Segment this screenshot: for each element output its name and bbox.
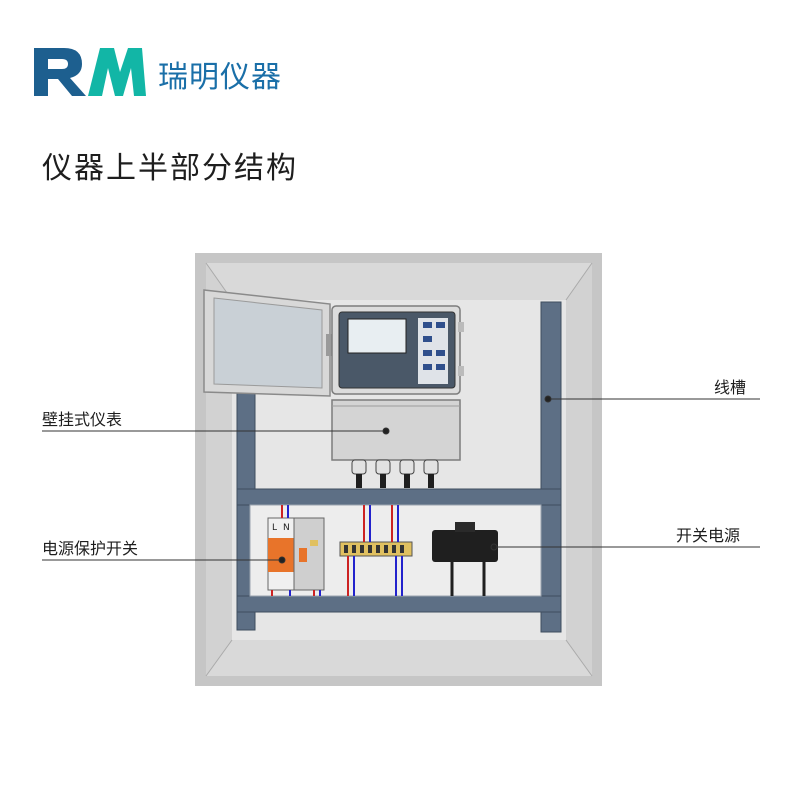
company-logo: 瑞明仪器 [30, 42, 320, 102]
meter-junction-box [331, 399, 461, 461]
brand-name: 瑞明仪器 [158, 60, 282, 95]
rm-logo-mark [34, 48, 146, 96]
page-title: 仪器上半部分结构 [42, 151, 298, 186]
label-power-switch: 电源保护开关 [42, 539, 139, 558]
wall-mounted-meter [331, 305, 464, 488]
breaker-n-label: N [283, 523, 290, 533]
meter-screen [347, 318, 407, 354]
cabinet-top-wall [206, 263, 592, 300]
cabinet-right-wall [566, 263, 592, 676]
terminal-block [339, 505, 413, 596]
power-protection-switch [267, 505, 325, 596]
meter-door [203, 289, 332, 397]
switching-power-supply [432, 522, 498, 596]
breaker-l-label: L [272, 523, 277, 533]
label-wall-meter: 壁挂式仪表 [42, 410, 123, 429]
label-cable-trough: 线槽 [714, 378, 747, 397]
cabinet-bottom-wall [206, 640, 592, 676]
callout-lines [42, 395, 760, 564]
label-switching-power: 开关电源 [676, 526, 741, 545]
